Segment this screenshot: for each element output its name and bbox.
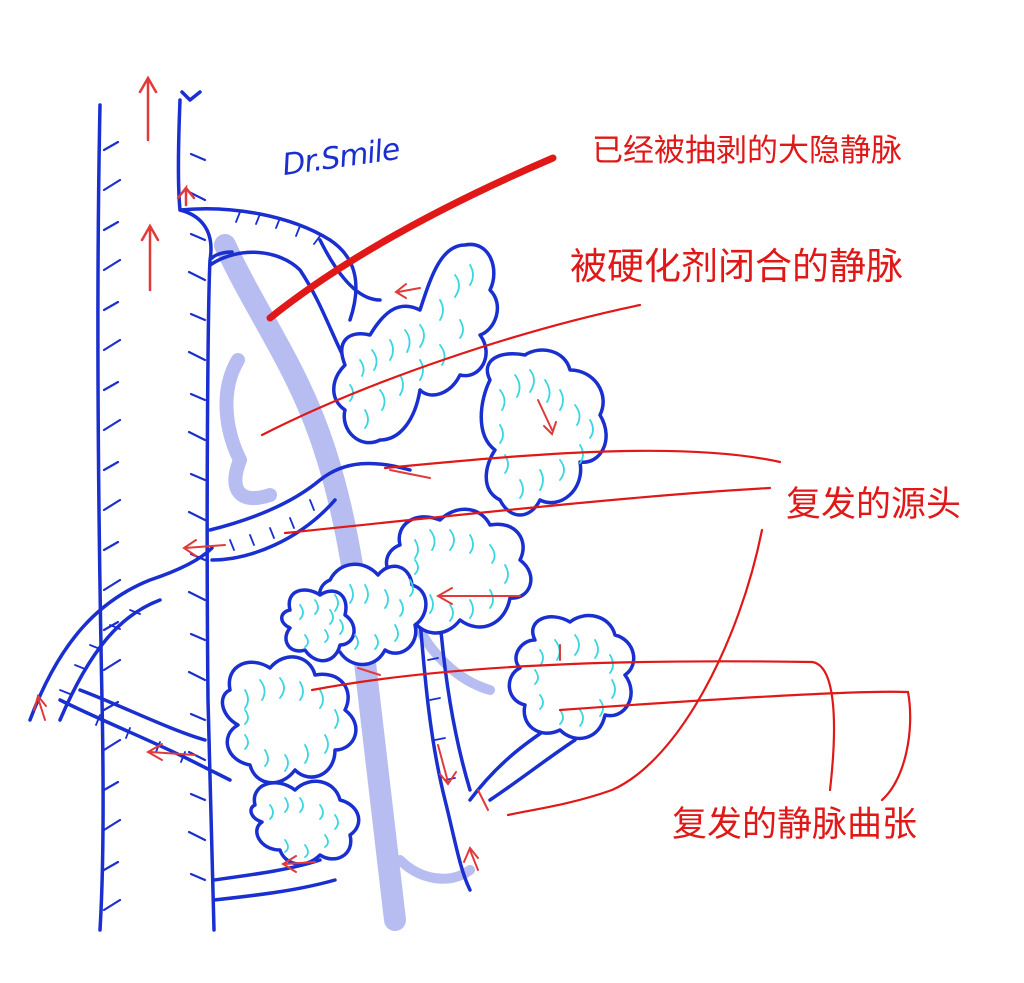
leader-sclerosed-vein [260, 303, 642, 437]
deep-vein-trunk [96, 90, 234, 932]
trunk-hatching [102, 140, 207, 912]
varicose-cluster-lower-left [220, 655, 358, 785]
tributary-hatching [59, 211, 456, 781]
leader-source-1 [383, 449, 782, 470]
cluster-flow-arrows [33, 283, 561, 873]
leader-recurrence-1 [506, 528, 764, 817]
varicose-cluster-bottom [249, 779, 361, 866]
varicose-cluster-upper-right [479, 348, 608, 517]
varicose-cluster-lower-left-2 [280, 588, 356, 663]
stripped-vein-marker [266, 154, 557, 322]
label-recurrent-varicosity: 复发的静脉曲张 [672, 805, 918, 845]
tributary-veins [28, 207, 577, 902]
label-stripped-great-saphenous-vein: 已经被抽剥的大隐静脉 [592, 133, 902, 169]
label-recurrence-source: 复发的源头 [786, 485, 962, 525]
leader-recurrence-3 [558, 690, 912, 802]
trunk-flow-arrows [138, 75, 196, 292]
leader-recurrence-2 [310, 660, 836, 792]
leader-lines [260, 303, 912, 817]
leader-source-2 [283, 486, 772, 535]
label-sclerosed-vein: 被硬化剂闭合的静脉 [570, 245, 903, 288]
varicose-cluster-lower-right [507, 613, 636, 741]
